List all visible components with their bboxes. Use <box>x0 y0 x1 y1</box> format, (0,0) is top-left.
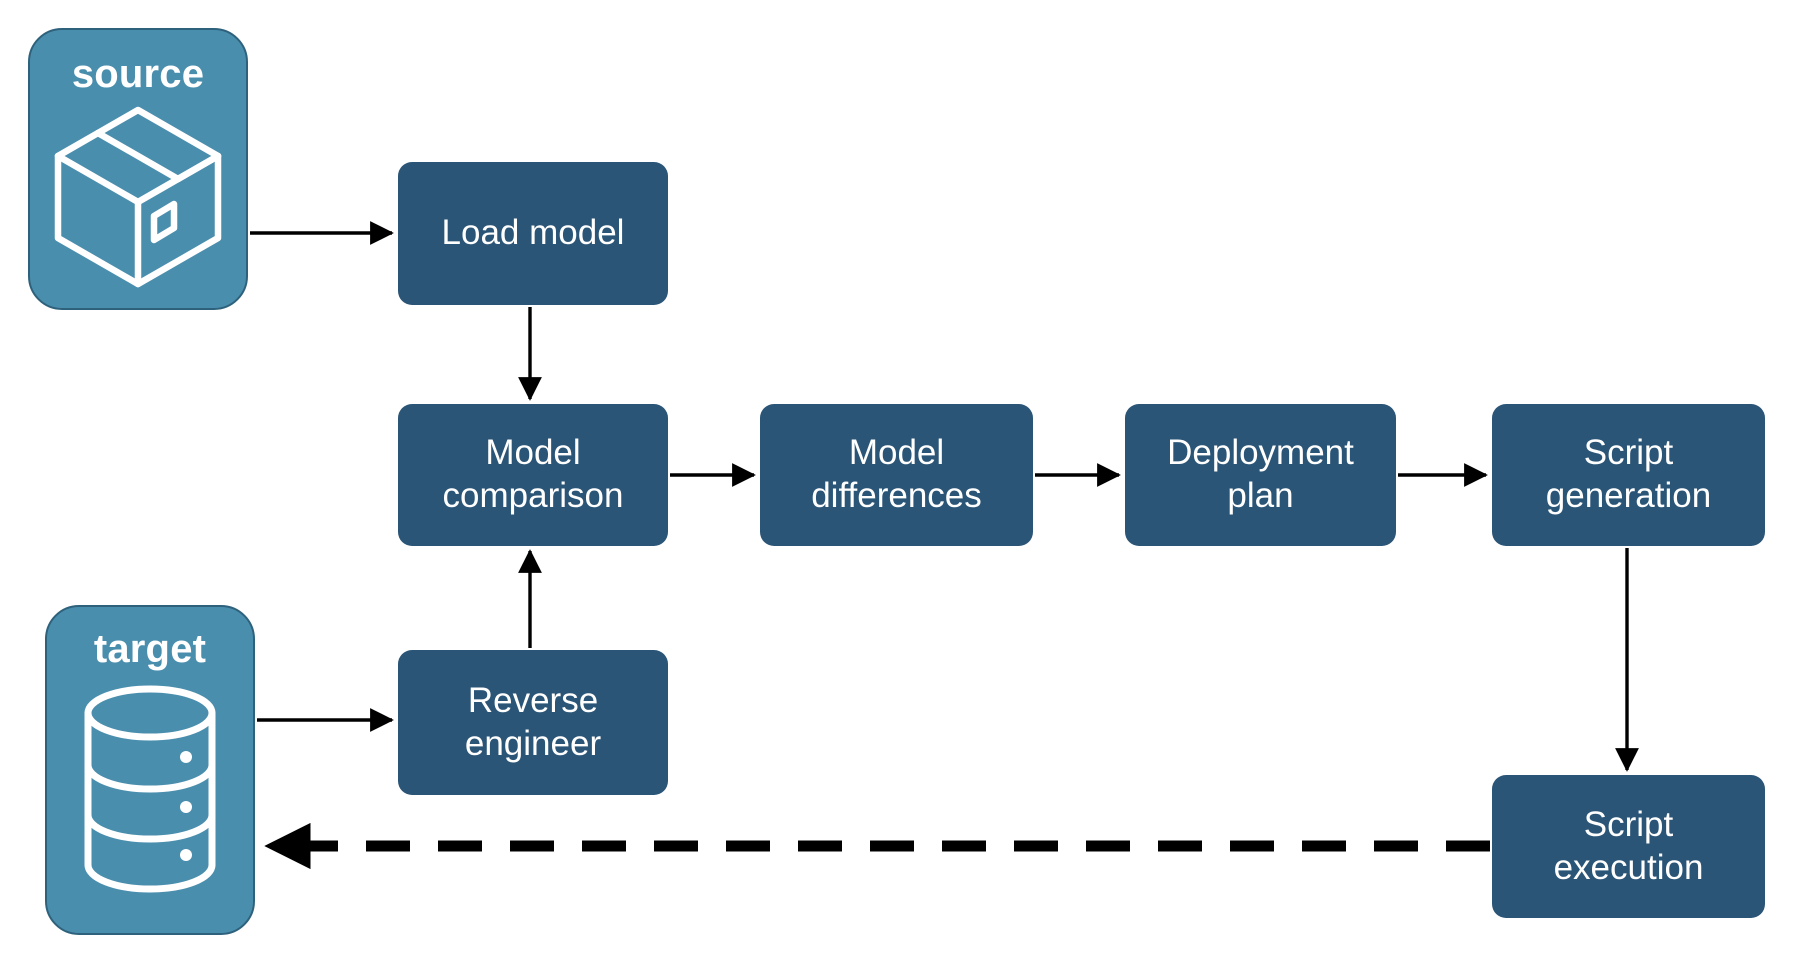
node-script-generation[interactable]: Script generation <box>1492 404 1765 546</box>
node-reverse-engineer[interactable]: Reverse engineer <box>398 650 668 795</box>
node-model-differences-label: Model differences <box>811 433 982 515</box>
endpoint-target-label: target <box>93 627 207 671</box>
node-script-execution-label: Script execution <box>1553 804 1704 887</box>
database-cylinder-icon <box>70 683 230 900</box>
endpoint-source-label: source <box>71 52 205 96</box>
node-model-comparison[interactable]: Model comparison <box>398 404 668 546</box>
node-script-generation-label: Script generation <box>1545 433 1712 515</box>
endpoint-source[interactable]: source <box>28 28 248 310</box>
node-model-comparison-label: Model comparison <box>442 433 624 515</box>
node-reverse-engineer-label: Reverse engineer <box>464 680 602 763</box>
node-load-model[interactable]: Load model <box>398 162 668 305</box>
endpoint-target[interactable]: target <box>45 605 255 935</box>
node-deployment-plan[interactable]: Deployment plan <box>1125 404 1396 546</box>
node-script-execution[interactable]: Script execution <box>1492 775 1765 918</box>
node-deployment-plan-label: Deployment plan <box>1167 433 1354 515</box>
node-model-differences[interactable]: Model differences <box>760 404 1033 546</box>
node-load-model-label: Load model <box>441 213 625 253</box>
package-box-icon <box>50 104 226 295</box>
